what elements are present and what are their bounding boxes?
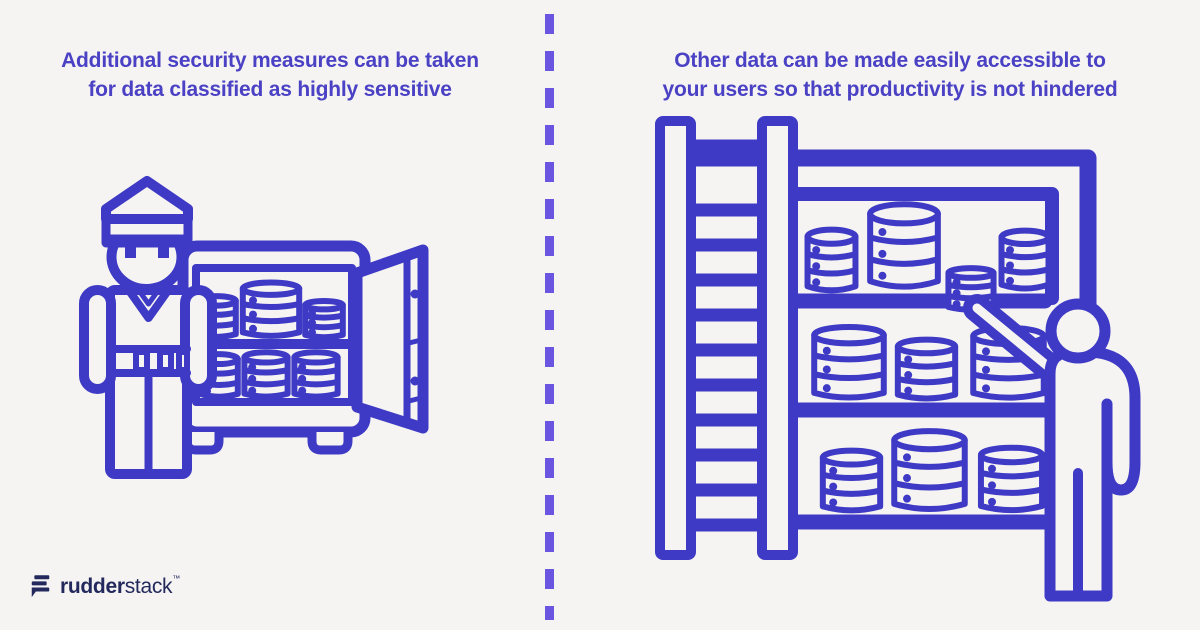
- left-heading-line1: Additional security measures can be take…: [61, 49, 479, 72]
- brand-name: rudderstack™: [60, 574, 180, 600]
- right-panel-heading: Other data can be made easily accessible…: [640, 46, 1140, 104]
- trademark: ™: [172, 574, 180, 583]
- guard-hat: [101, 176, 193, 248]
- guard-eye: [125, 247, 136, 258]
- right-heading-line2: your users so that productivity is not h…: [662, 78, 1118, 101]
- brand-bold: rudder: [60, 575, 125, 598]
- guard-belt: [106, 345, 191, 377]
- guard-left-arm: [79, 285, 116, 394]
- right-heading-line1: Other data can be made easily accessible…: [674, 49, 1106, 72]
- shelf-access-illustration: [655, 116, 1141, 602]
- rudderstack-flag-icon: [31, 575, 50, 598]
- dashed-divider: [545, 14, 554, 620]
- guard-collar: [126, 288, 171, 322]
- brand-regular: stack: [124, 575, 173, 598]
- rudderstack-logo: rudderstack™: [30, 574, 180, 600]
- person-head: [1045, 298, 1111, 364]
- safe-foot: [307, 427, 353, 455]
- security-guard: [79, 176, 217, 479]
- person: [963, 294, 1141, 602]
- left-heading-line2: for data classified as highly sensitive: [88, 78, 452, 101]
- database-icons-shelves: [808, 204, 1049, 510]
- safe-open-door: [351, 244, 429, 434]
- ladder: [655, 116, 798, 560]
- security-guard-safe-illustration: [79, 176, 429, 479]
- guard-eye: [158, 247, 169, 258]
- person-body: [1044, 346, 1141, 602]
- safe: [177, 240, 429, 455]
- left-panel-heading: Additional security measures can be take…: [35, 46, 505, 104]
- guard-right-arm: [180, 285, 217, 394]
